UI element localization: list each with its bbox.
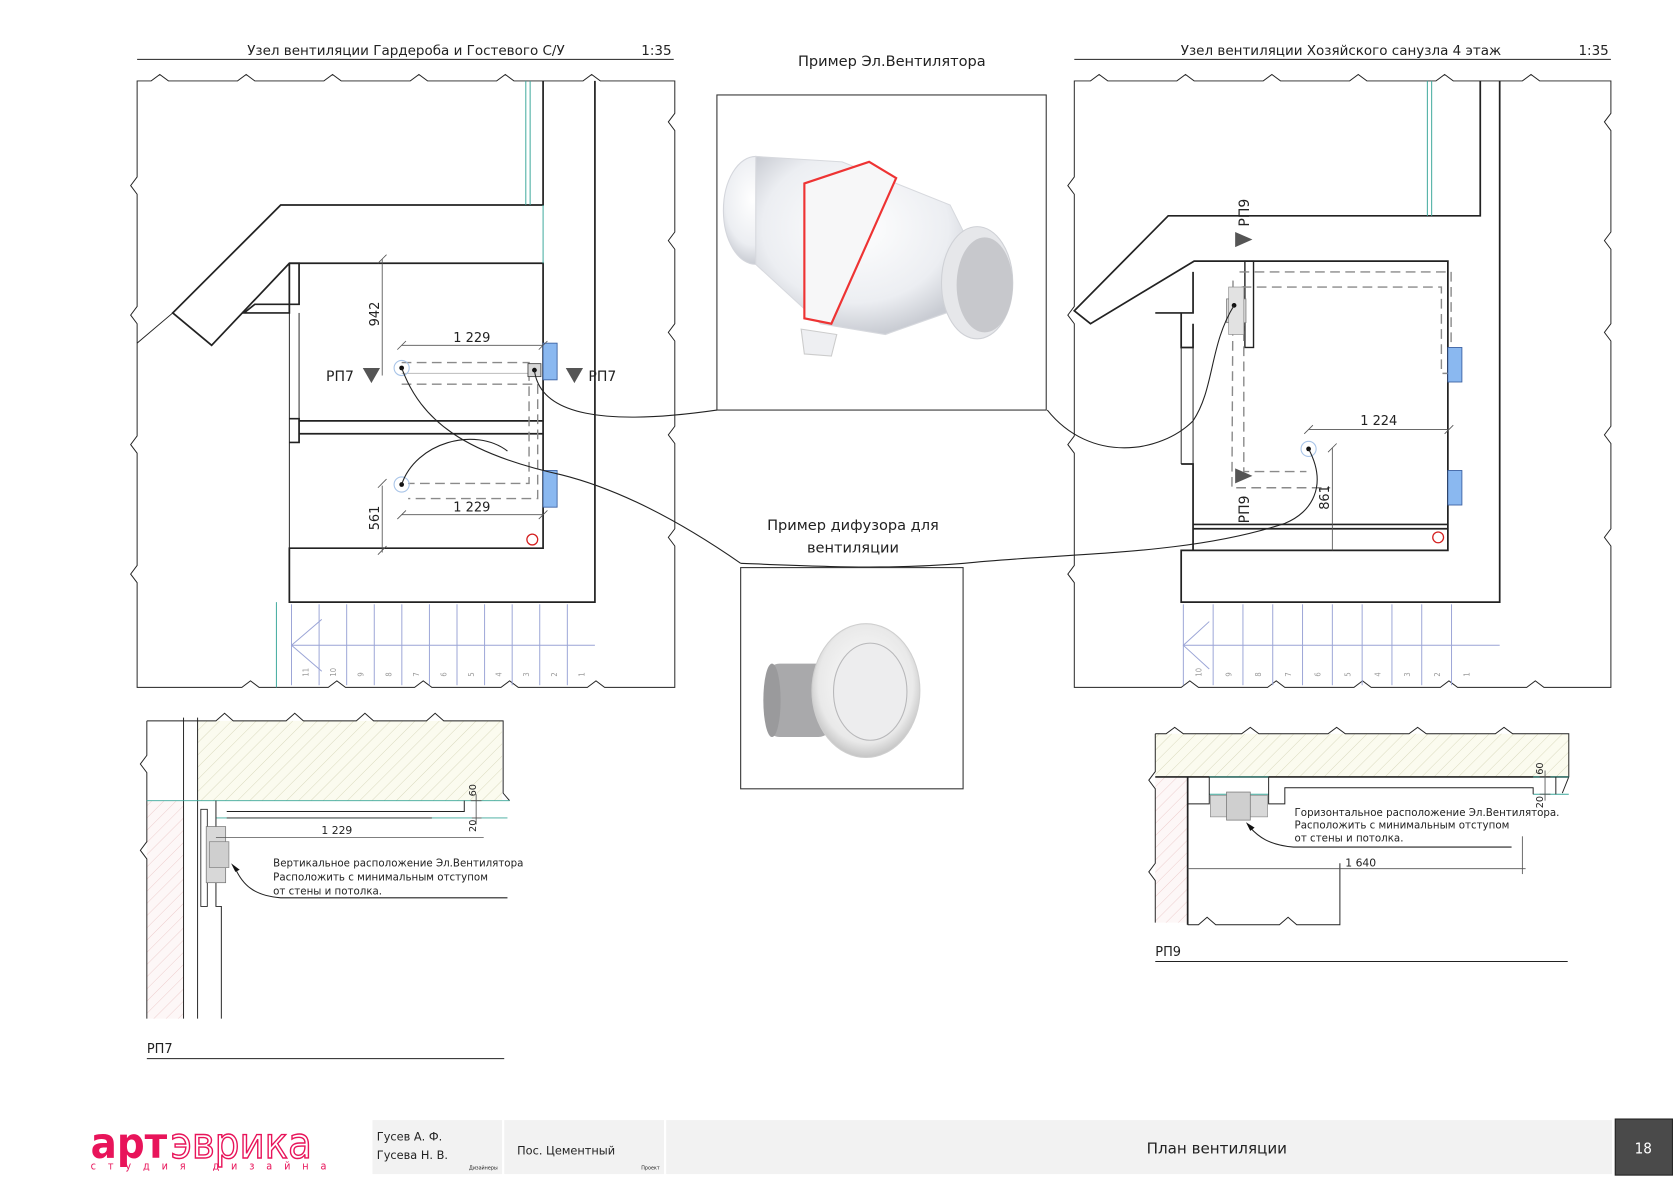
dim-top-vertical: 942 (368, 302, 383, 327)
rp9-note-line3: от стены и потолка. (1295, 833, 1404, 845)
fan-example: Пример Эл.Вентилятора (716, 53, 1047, 411)
right-plan: Узел вентиляции Хозяйского санузла 4 эта… (740, 43, 1612, 688)
logo-main-outline: эврика (171, 1119, 312, 1169)
rp9-note-line2: Расположить с минимальным отступом (1295, 820, 1510, 832)
stair-step-number: 8 (384, 672, 393, 676)
stair-step-number: 5 (467, 672, 476, 676)
sheet-title: План вентиляции (1147, 1140, 1287, 1158)
page-number: 18 (1635, 1140, 1652, 1158)
rp9-dim-gap-top: 60 (1535, 762, 1546, 774)
dim-top-horizontal: 1 229 (453, 331, 490, 346)
stair-step-number: 9 (1224, 672, 1233, 676)
rp7-note-line2: Расположить с минимальным отступом (273, 872, 488, 884)
logo-main-solid: арт (91, 1119, 168, 1169)
diffuser-point[interactable] (393, 476, 410, 493)
stairs (275, 602, 595, 688)
stair-step-number: 9 (357, 672, 366, 676)
designers-caption: Дизайнеры (469, 1165, 498, 1172)
stair-step-number: 7 (412, 672, 421, 676)
stair-steps: 10 9 8 7 6 5 4 3 2 1 (1182, 604, 1472, 686)
section-arrow (565, 367, 584, 384)
stair-step-number: 7 (1284, 672, 1293, 676)
left-plan-scale: 1:35 (641, 43, 671, 59)
section-mark-bottom[interactable]: РП9 (1237, 495, 1253, 523)
stair-step-number: 5 (1343, 672, 1352, 676)
rp9-dim-length: 1 640 (1345, 857, 1376, 870)
stair-step-number: 1 (577, 672, 586, 676)
section-mark-left[interactable]: РП7 (326, 369, 354, 385)
stair-step-number: 4 (1373, 672, 1382, 676)
marker-circle (526, 533, 539, 546)
section-mark-right[interactable]: РП7 (588, 369, 616, 385)
section-rp7: 1 229 60 20 Вертикальное расположение Эл… (139, 712, 523, 1060)
wall-grille (542, 470, 558, 508)
rp7-note-line3: от стены и потолка. (273, 886, 382, 898)
diffuser-title-line1: Пример дифузора для (767, 517, 939, 534)
stair-step-number: 2 (550, 672, 559, 676)
left-plan: Узел вентиляции Гардероба и Гостевого С/… (130, 43, 741, 688)
stair-steps: 11 10 9 8 7 6 5 4 3 2 1 (291, 604, 586, 686)
title-block: арт эврика студия дизайна Гусев А. Ф. Гу… (86, 1118, 1673, 1176)
stair-step-number: 11 (302, 668, 311, 677)
stair-step-number: 10 (1194, 668, 1203, 677)
page-number-badge (1614, 1118, 1673, 1176)
project-name: Пос. Цементный (517, 1144, 615, 1158)
dim-horizontal: 1 224 (1360, 414, 1397, 429)
right-plan-scale: 1:35 (1578, 43, 1608, 59)
break-line-frame (1067, 73, 1612, 688)
fan-symbol[interactable] (1226, 286, 1247, 335)
duct-top (401, 361, 530, 485)
rp7-label: РП7 (147, 1042, 173, 1057)
section-arrow (1235, 468, 1253, 484)
stair-step-number: 8 (1254, 672, 1263, 676)
stair-step-number: 3 (1403, 672, 1412, 676)
dim-bottom-vertical: 561 (368, 506, 383, 531)
break-line-frame (130, 73, 676, 688)
logo-sub: студия дизайна (91, 1160, 339, 1173)
left-plan-title: Узел вентиляции Гардероба и Гостевого С/… (247, 43, 565, 59)
stair-step-number: 3 (522, 672, 531, 676)
fan-photo[interactable] (722, 155, 1014, 357)
stair-step-number: 4 (495, 672, 504, 676)
rp7-dim-gap-top: 60 (468, 784, 479, 796)
fan-section[interactable] (205, 826, 230, 884)
rp9-note-line1: Горизонтальное расположение Эл.Вентилято… (1295, 807, 1560, 819)
wall-grille (542, 342, 558, 381)
project-caption: Проект (641, 1166, 660, 1172)
wall-grille (1447, 470, 1463, 506)
stair-step-number: 1 (1463, 672, 1472, 676)
stair-step-number: 6 (1314, 672, 1323, 676)
stair-step-number: 2 (1433, 672, 1442, 676)
stair-step-number: 10 (329, 668, 338, 677)
dimensions (377, 254, 548, 555)
diffuser-point[interactable] (1300, 440, 1317, 457)
rp7-dim-gap-bottom: 20 (468, 820, 479, 832)
wall-grille (1447, 347, 1463, 383)
diffuser-point[interactable] (393, 359, 410, 377)
diffuser-example: Пример дифузора для вентиляции (740, 517, 964, 790)
rp9-label: РП9 (1155, 945, 1181, 960)
section-mark-top[interactable]: РП9 (1237, 199, 1253, 227)
rp7-dim-length: 1 229 (321, 824, 352, 837)
section-arrow (362, 367, 381, 384)
section-rp9: 1 640 60 20 Горизонтальное расположение … (1148, 726, 1570, 962)
designer-1: Гусев А. Ф. (377, 1130, 442, 1144)
rp7-note-line1: Вертикальное расположение Эл.Вентилятора (273, 858, 523, 870)
diffuser-photo[interactable] (763, 623, 921, 759)
fan-section[interactable] (1210, 791, 1268, 821)
stair-step-number: 6 (439, 672, 448, 676)
diffuser-title-line2: вентиляции (807, 539, 899, 556)
designer-2: Гусева Н. В. (377, 1148, 448, 1162)
walls (171, 80, 596, 603)
right-plan-title: Узел вентиляции Хозяйского санузла 4 эта… (1181, 43, 1501, 59)
dim-bottom-horizontal: 1 229 (453, 500, 490, 515)
rp9-dim-gap-bottom: 20 (1535, 796, 1546, 808)
section-arrow (1235, 232, 1253, 248)
dim-vertical: 861 (1318, 485, 1333, 510)
fan-example-title: Пример Эл.Вентилятора (798, 53, 986, 70)
